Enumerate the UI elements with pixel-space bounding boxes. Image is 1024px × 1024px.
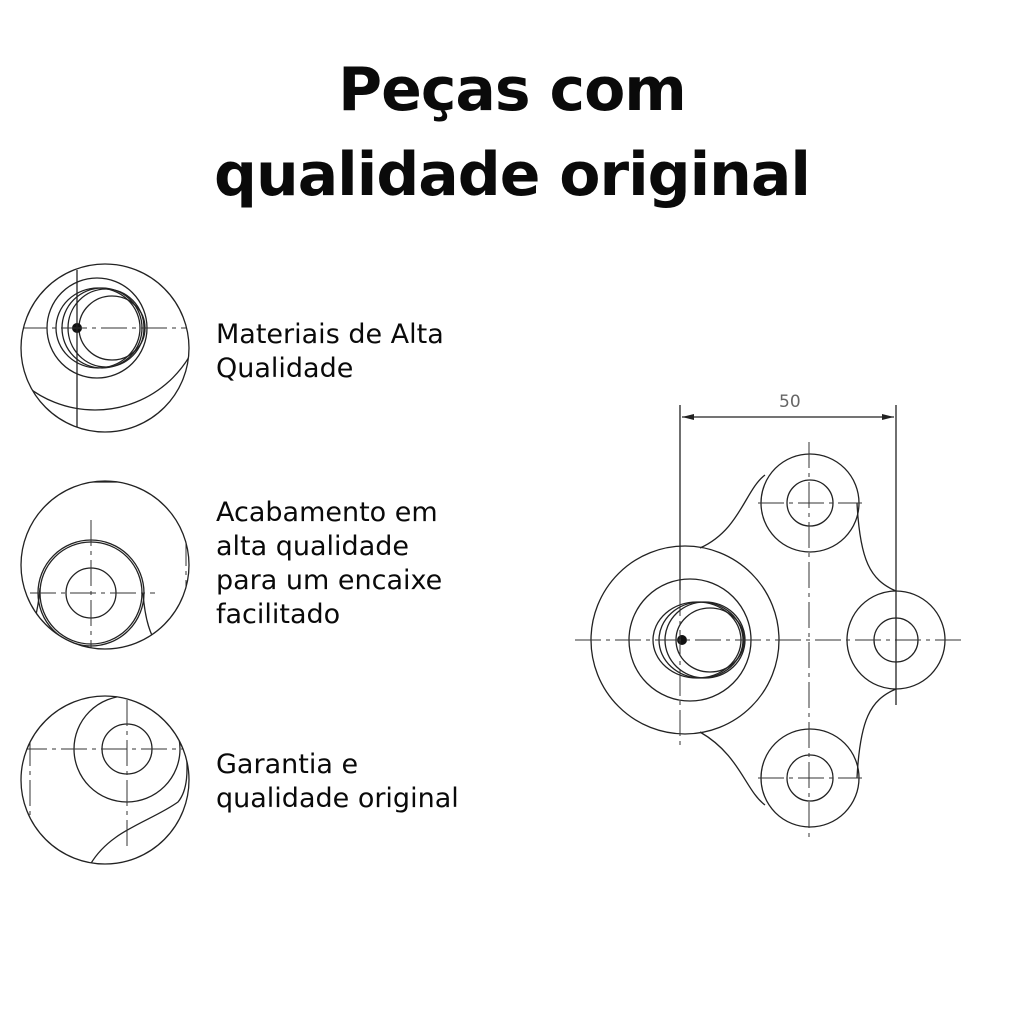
main-technical-drawing (575, 405, 962, 842)
feature-text: qualidade original (216, 783, 459, 814)
ball-joint-detail-icon (20, 263, 190, 433)
page-title-line-1: Peças com (338, 55, 687, 125)
feature-text: Garantia e (216, 749, 359, 780)
feature-text: Qualidade (216, 353, 354, 384)
feature-materials: Materiais de Alta Qualidade (216, 318, 444, 386)
page-title-line-2: qualidade original (214, 140, 811, 210)
feature-text: facilitado (216, 599, 341, 630)
feature-warranty: Garantia e qualidade original (216, 748, 459, 816)
feature-text: Acabamento em (216, 497, 438, 528)
dimension-label: 50 (779, 392, 801, 412)
feature-text: Materiais de Alta (216, 319, 444, 350)
feature-text: alta qualidade (216, 531, 409, 562)
feature-finish: Acabamento em alta qualidade para um enc… (216, 496, 442, 632)
flange-lobe-detail-icon (20, 695, 190, 865)
feature-text: para um encaixe (216, 565, 443, 596)
mount-hole-detail-icon (20, 480, 190, 650)
